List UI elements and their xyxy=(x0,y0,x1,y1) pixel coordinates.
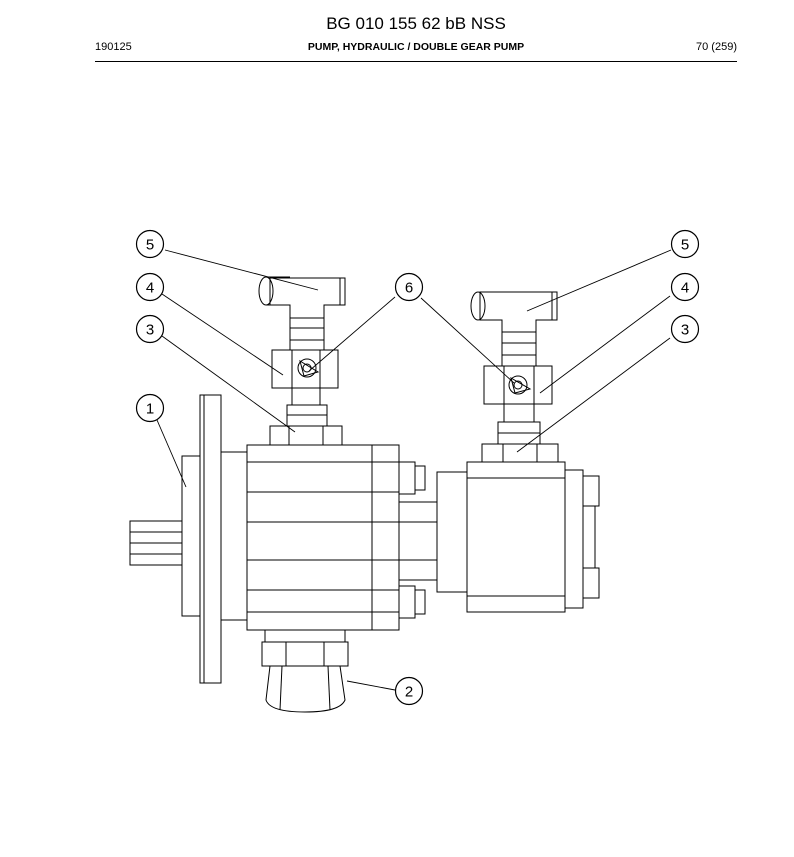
document-title: BG 010 155 62 bB NSS xyxy=(326,14,506,33)
callout-6-label: 6 xyxy=(405,280,413,297)
callout-2-label: 2 xyxy=(405,684,413,701)
callout-5-right: 5 xyxy=(670,229,700,259)
outlet-fitting xyxy=(261,629,349,713)
callout-5-right-label: 5 xyxy=(681,237,689,254)
callout-5-left-label: 5 xyxy=(146,237,154,254)
document-number: 190125 xyxy=(95,41,132,53)
callout-4-right-label: 4 xyxy=(681,280,689,297)
callout-3-left-label: 3 xyxy=(146,322,154,339)
leader-lines xyxy=(156,249,672,691)
callout-1: 1 xyxy=(135,393,165,423)
callout-3-right: 3 xyxy=(670,314,700,344)
callout-4-left-label: 4 xyxy=(146,280,154,297)
left-valve-assembly xyxy=(258,276,346,446)
right-valve-assembly xyxy=(470,291,559,463)
secondary-pump-body xyxy=(436,461,600,613)
page-number: 70 (259) xyxy=(696,41,737,53)
callouts: 5 4 3 1 6 5 4 3 xyxy=(135,229,700,706)
callout-6: 6 xyxy=(394,272,424,302)
section-title: PUMP, HYDRAULIC / DOUBLE GEAR PUMP xyxy=(307,41,525,53)
callout-3-left: 3 xyxy=(135,314,165,344)
header-rule xyxy=(95,61,737,62)
callout-1-label: 1 xyxy=(146,401,154,418)
callout-3-right-label: 3 xyxy=(681,322,689,339)
main-pump-body xyxy=(129,394,438,684)
callout-2: 2 xyxy=(394,676,424,706)
callout-4-left: 4 xyxy=(135,272,165,302)
callout-5-left: 5 xyxy=(135,229,165,259)
callout-4-right: 4 xyxy=(670,272,700,302)
